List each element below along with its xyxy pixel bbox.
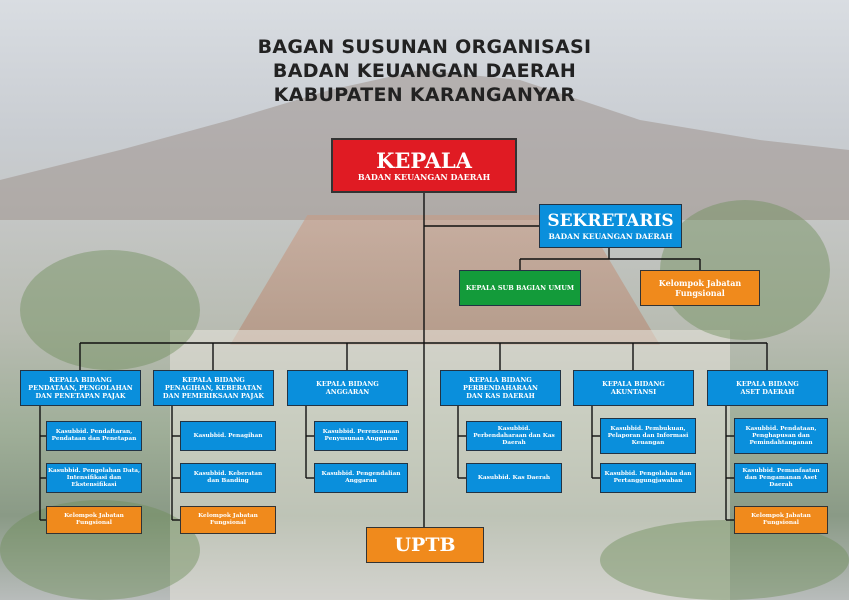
bidang-label: KEPALA BIDANG AKUNTANSI (602, 380, 665, 396)
kasubbid-box: Kasubbid. Pemanfaatan dan Pengamanan Ase… (734, 463, 828, 493)
uptb-label: UPTB (394, 534, 456, 556)
bidang-box-penagihan: KEPALA BIDANG PENAGIHAN, KEBERATAN DAN P… (153, 370, 274, 406)
kasubbid-label: Kasubbid. Keberatan dan Banding (193, 471, 263, 484)
kasubbid-box: Kasubbid. Penagihan (180, 421, 276, 451)
bidang-label: KEPALA BIDANG PENAGIHAN, KEBERATAN DAN P… (162, 376, 265, 400)
sekretaris-title: SEKRETARIS (547, 211, 674, 231)
bidang-box-aset: KEPALA BIDANG ASET DAERAH (707, 370, 828, 406)
sekretaris-box: SEKRETARIS BADAN KEUANGAN DAERAH (539, 204, 682, 248)
kelompok-sekretariat-box: Kelompok Jabatan Fungsional (640, 270, 760, 306)
bidang-label: KEPALA BIDANG PERBENDAHARAAN DAN KAS DAE… (463, 376, 538, 400)
kasubbid-box: Kasubbid. Pengolahan dan Pertanggungjawa… (600, 463, 696, 493)
kasubbid-box: Kasubbid. Keberatan dan Banding (180, 463, 276, 493)
chart-title-line-2: BADAN KEUANGAN DAERAH (272, 60, 577, 82)
bidang-label: KEPALA BIDANG PENDATAAN, PENGOLAHAN DAN … (28, 376, 133, 400)
bidang-box-perbendaharaan: KEPALA BIDANG PERBENDAHARAAN DAN KAS DAE… (440, 370, 561, 406)
kasubbid-label: Kasubbid. Pengolahan dan Pertanggungjawa… (604, 471, 692, 484)
kepala-title: KEPALA (376, 147, 472, 173)
kasubbid-label: Kasubbid. Pemanfaatan dan Pengamanan Ase… (742, 467, 820, 488)
kasubbid-box: Kasubbid. Pendataan, Penghapusan dan Pem… (734, 418, 828, 454)
bidang-box-akuntansi: KEPALA BIDANG AKUNTANSI (573, 370, 694, 406)
kepala-subtitle: BADAN KEUANGAN DAERAH (357, 171, 491, 182)
kasubbid-box: Kasubbid. Pengolahan Data, Intensifikasi… (46, 463, 142, 493)
chart-title-line-3: KABUPATEN KARANGANYAR (273, 84, 576, 106)
bidang-box-anggaran: KEPALA BIDANG ANGGARAN (287, 370, 408, 406)
kasubbid-box: Kasubbid. Kas Daerah (466, 463, 562, 493)
bidang-label: KEPALA BIDANG ANGGARAN (316, 380, 379, 396)
kepala-box: KEPALA BADAN KEUANGAN DAERAH (331, 138, 517, 193)
bidang-label: KEPALA BIDANG ASET DAERAH (736, 380, 799, 396)
chart-title-line-1: BAGAN SUSUNAN ORGANISASI (257, 36, 592, 58)
kasubbid-label: Kasubbid. Pendataan, Penghapusan dan Pem… (745, 425, 817, 446)
kasubbid-label: Kasubbid. Kas Daerah (477, 474, 551, 481)
uptb-box: UPTB (366, 527, 484, 563)
palm-tree (20, 250, 200, 370)
kasubbid-label: Kasubbid. Pendaftaran, Pendataan dan Pen… (51, 429, 137, 442)
sekretaris-subtitle: BADAN KEUANGAN DAERAH (548, 232, 673, 241)
kasubbid-label: Kasubbid. Pembukuan, Pelaporan dan Infor… (607, 425, 689, 446)
kasubbid-box: Kasubbid. Pembukuan, Pelaporan dan Infor… (600, 418, 696, 454)
kasubbid-box: Kasubbid. Perencanaan Penyusunan Anggara… (314, 421, 408, 451)
kelompok-box: Kelompok Jabatan Fungsional (180, 506, 276, 534)
kasubbid-label: Kasubbid. Pengendalian Anggaran (321, 471, 401, 484)
kelompok-label: Kelompok Jabatan Fungsional (751, 513, 811, 526)
subbag-umum-label: KEPALA SUB BAGIAN UMUM (465, 284, 575, 292)
subbag-umum-box: KEPALA SUB BAGIAN UMUM (459, 270, 581, 306)
kelompok-label: Kelompok Jabatan Fungsional (64, 513, 124, 526)
kasubbid-label: Kasubbid. Pengolahan Data, Intensifikasi… (47, 467, 141, 488)
kasubbid-box: Kasubbid. Pendaftaran, Pendataan dan Pen… (46, 421, 142, 451)
kasubbid-label: Kasubbid. Perencanaan Penyusunan Anggara… (322, 429, 400, 442)
kasubbid-box: Kasubbid. Perbendaharaan dan Kas Daerah (466, 421, 562, 451)
kelompok-box: Kelompok Jabatan Fungsional (734, 506, 828, 534)
bidang-box-pendataan: KEPALA BIDANG PENDATAAN, PENGOLAHAN DAN … (20, 370, 141, 406)
kasubbid-box: Kasubbid. Pengendalian Anggaran (314, 463, 408, 493)
kasubbid-label: Kasubbid. Penagihan (193, 432, 263, 439)
kasubbid-label: Kasubbid. Perbendaharaan dan Kas Daerah (473, 425, 555, 446)
kelompok-sekretariat-label: Kelompok Jabatan Fungsional (658, 278, 742, 298)
kelompok-label: Kelompok Jabatan Fungsional (198, 513, 258, 526)
kelompok-box: Kelompok Jabatan Fungsional (46, 506, 142, 534)
